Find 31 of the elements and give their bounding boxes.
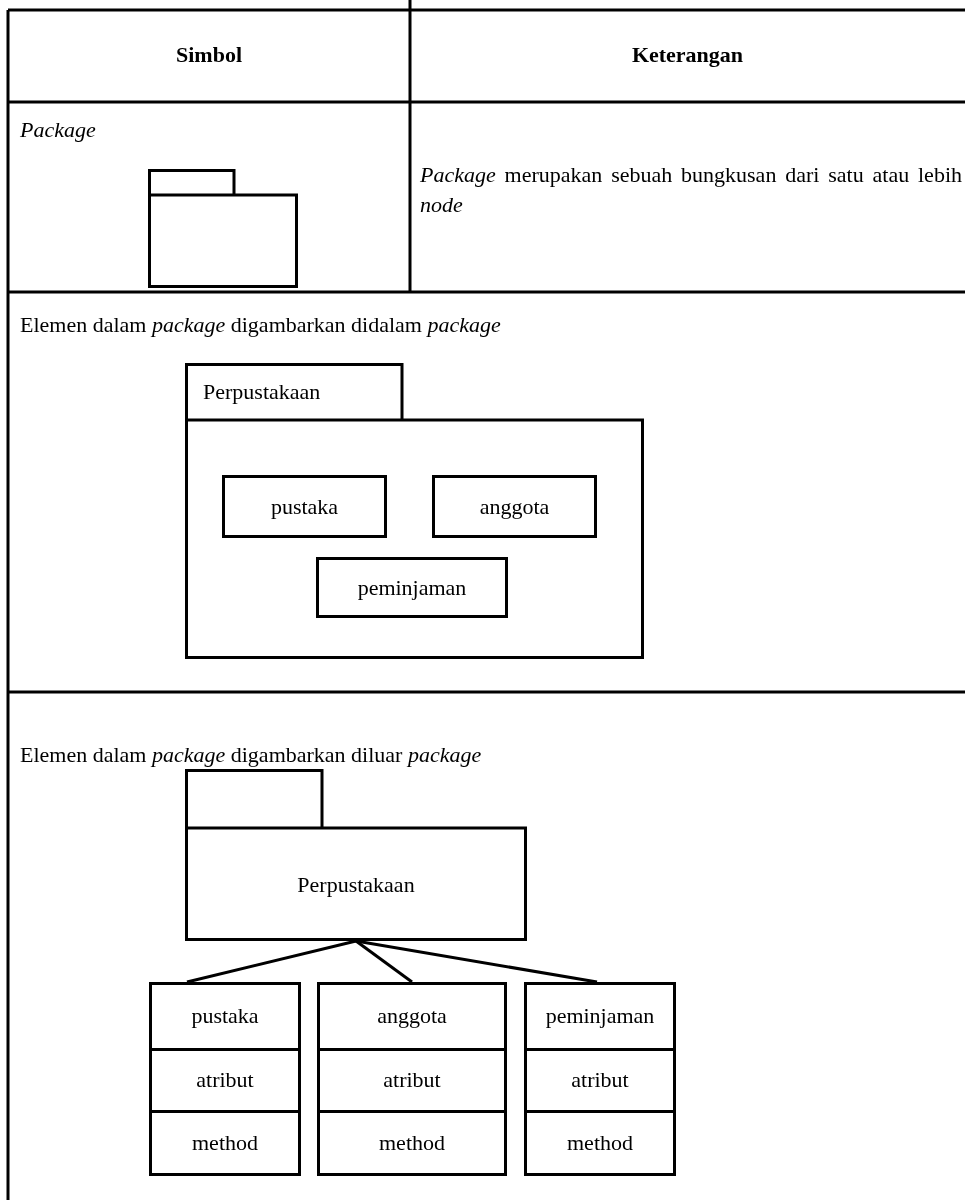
description-text: Package merupakan sebuah bungkusan dari satu atau lebih node — [420, 161, 962, 219]
class-name: pustaka — [191, 1003, 259, 1030]
connector-line — [355, 939, 598, 984]
column-header: Simbol — [175, 41, 243, 69]
class-box — [222, 475, 387, 538]
package-name: Perpustakaan — [296, 871, 416, 898]
class-name: anggota — [377, 1003, 447, 1030]
package-box — [185, 363, 644, 659]
symbol-name: Package — [20, 116, 97, 144]
package-box — [185, 769, 527, 941]
connector-line — [186, 939, 357, 984]
package-symbol — [148, 169, 298, 288]
class-name: pustaka — [270, 493, 339, 520]
class-box — [316, 557, 508, 618]
method-label: method — [192, 1130, 258, 1157]
class-box — [432, 475, 597, 538]
method-label: method — [379, 1130, 445, 1157]
class-box — [317, 982, 507, 1176]
attribute-label: atribut — [196, 1067, 254, 1094]
class-box — [149, 982, 301, 1176]
class-box — [524, 982, 676, 1176]
attribute-label: atribut — [383, 1067, 441, 1094]
method-label: method — [567, 1130, 633, 1157]
class-name: anggota — [479, 493, 550, 520]
attribute-label: atribut — [571, 1067, 629, 1094]
row-caption: Elemen dalam package digambarkan didalam package — [20, 311, 502, 339]
class-name: peminjaman — [545, 1003, 655, 1030]
class-name: peminjaman — [357, 574, 467, 601]
row-caption: Elemen dalam package digambarkan diluar package — [20, 741, 483, 769]
column-header: Keterangan — [630, 41, 745, 69]
package-name: Perpustakaan — [203, 378, 321, 405]
